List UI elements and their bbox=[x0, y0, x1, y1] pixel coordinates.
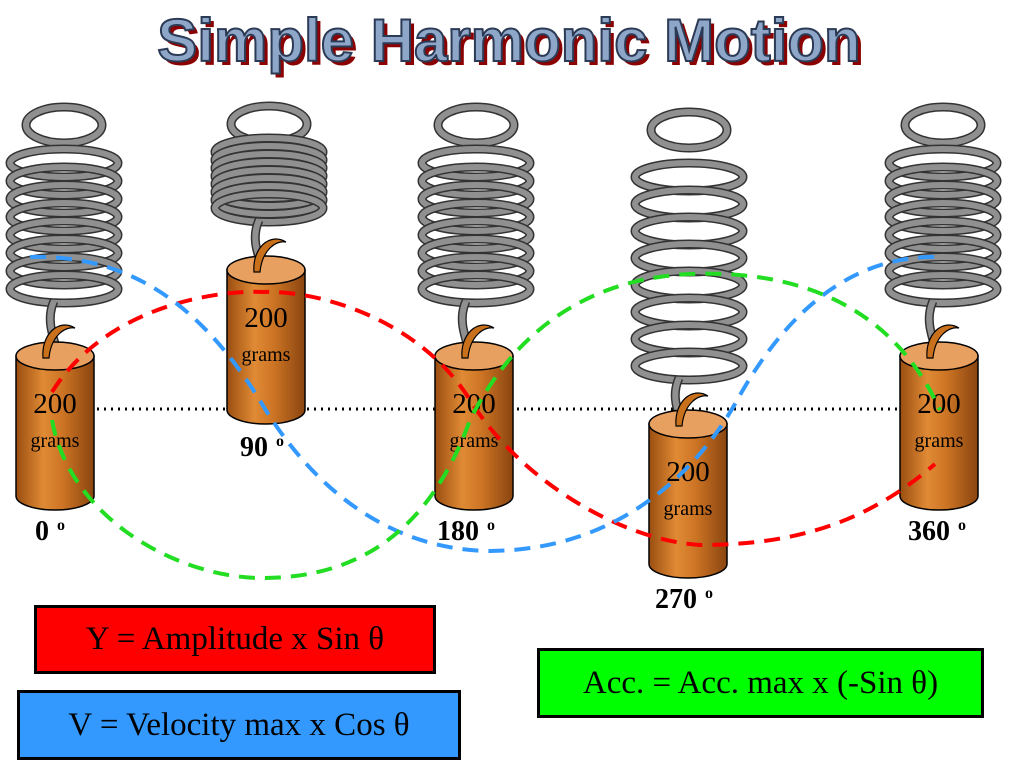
curves-layer bbox=[29, 254, 942, 581]
mass-unit-90: grams bbox=[242, 344, 291, 366]
mass-180: 200 grams bbox=[434, 324, 514, 511]
displacement-equation: Y = Amplitude x Sin θ bbox=[85, 621, 385, 657]
acceleration-equation: Acc. = Acc. max x (-Sin θ) bbox=[582, 664, 939, 701]
mass-unit-180: grams bbox=[450, 430, 499, 452]
mass-value-180: 200 bbox=[452, 388, 496, 420]
mass-90: 200 grams bbox=[226, 238, 306, 425]
spring-0 bbox=[5, 102, 123, 362]
mass-unit-360: grams bbox=[915, 430, 964, 452]
mass-unit-270: grams bbox=[664, 498, 713, 520]
velocity-curve bbox=[29, 254, 941, 554]
mass-value-0: 200 bbox=[33, 388, 77, 420]
displacement-curve bbox=[50, 289, 937, 548]
mass-0: 200 grams bbox=[15, 324, 95, 511]
mass-value-360: 200 bbox=[917, 388, 961, 420]
spring-360 bbox=[884, 102, 1002, 362]
velocity-equation: V = Velocity max x Cos θ bbox=[68, 706, 410, 743]
mass-270: 200 grams bbox=[648, 392, 728, 579]
page-title: Simple Harmonic Motion bbox=[157, 7, 860, 74]
title-shadow: Simple Harmonic Motion bbox=[161, 11, 864, 78]
springs-layer bbox=[5, 101, 1002, 430]
mass-value-90: 200 bbox=[244, 302, 288, 334]
mass-value-270: 200 bbox=[666, 456, 710, 488]
acceleration-curve bbox=[50, 271, 942, 581]
acceleration-equation-box: Acc. = Acc. max x (-Sin θ) bbox=[537, 648, 984, 718]
spring-180 bbox=[417, 102, 535, 362]
mass-unit-0: grams bbox=[31, 430, 80, 452]
mass-360: 200 grams bbox=[899, 324, 979, 511]
spring-270 bbox=[630, 107, 748, 430]
velocity-equation-box: V = Velocity max x Cos θ bbox=[17, 690, 461, 760]
displacement-equation-box: Y = Amplitude x Sin θ bbox=[34, 605, 436, 674]
